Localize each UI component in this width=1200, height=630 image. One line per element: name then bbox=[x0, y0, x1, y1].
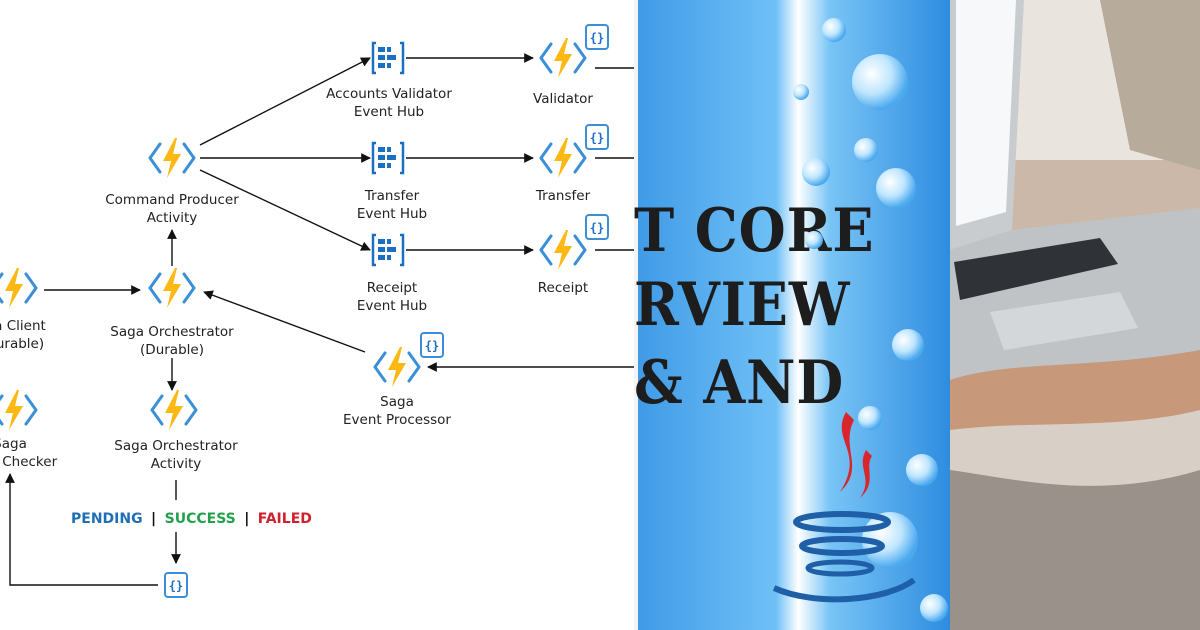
poster-title-line-2: RVIEW bbox=[634, 270, 851, 340]
status-json-icon bbox=[164, 572, 188, 598]
architecture-diagram: {} bbox=[0, 24, 634, 598]
accounts-validator-label: Accounts Validator bbox=[326, 86, 452, 102]
receipt-hub-label-2: Event Hub bbox=[357, 298, 427, 314]
saga-status-checker-function-icon bbox=[0, 388, 38, 432]
saga-event-processor-label: Saga bbox=[380, 394, 414, 410]
receipt-event-hub-icon bbox=[371, 233, 405, 267]
transfer-hub-label-2: Event Hub bbox=[357, 206, 427, 222]
status-pending: PENDING bbox=[71, 511, 143, 527]
panel-divider bbox=[634, 0, 638, 630]
accounts-validator-label-2: Event Hub bbox=[354, 104, 424, 120]
status-success: SUCCESS bbox=[165, 511, 236, 527]
status-separator: | bbox=[244, 511, 249, 527]
poster-art bbox=[772, 18, 948, 622]
command-producer-label: Command Producer bbox=[105, 192, 239, 208]
transfer-hub-label: Transfer bbox=[364, 188, 420, 204]
laptop-keyboard bbox=[954, 238, 1118, 300]
saga-orchestrator-function-icon bbox=[148, 266, 196, 310]
transfer-event-hub-icon bbox=[371, 141, 405, 175]
saga-orchestrator-activity-function-icon bbox=[150, 388, 198, 432]
laptop-trackpad bbox=[990, 292, 1138, 350]
laptop-screen bbox=[956, 0, 1016, 226]
receipt-json-icon bbox=[585, 214, 609, 240]
saga-orchestrator-activity-label-2: Activity bbox=[151, 456, 202, 472]
receipt-label: Receipt bbox=[538, 280, 588, 296]
command-producer-label-2: Activity bbox=[147, 210, 198, 226]
saga-client-label-2: urable) bbox=[0, 336, 44, 352]
saga-status-checker-label-2: s Checker bbox=[0, 454, 58, 470]
saga-client-function-icon bbox=[0, 266, 38, 310]
status-separator: | bbox=[151, 511, 156, 527]
accounts-validator-event-hub-icon bbox=[371, 41, 405, 75]
transfer-function-icon bbox=[539, 136, 587, 180]
saga-event-processor-json-icon bbox=[420, 332, 444, 358]
validator-json-icon bbox=[585, 24, 609, 50]
laptop-photo bbox=[950, 0, 1200, 630]
saga-orchestrator-label-2: (Durable) bbox=[140, 342, 204, 358]
transfer-label: Transfer bbox=[535, 188, 591, 204]
status-failed: FAILED bbox=[258, 511, 312, 527]
saga-client-label: a Client bbox=[0, 318, 46, 334]
receipt-hub-label: Receipt bbox=[367, 280, 417, 296]
java-logo-icon bbox=[772, 412, 916, 603]
java-poster: T CORE RVIEW & AND bbox=[634, 0, 950, 630]
poster-title-line-3: & AND bbox=[634, 348, 845, 418]
saga-event-processor-function-icon bbox=[373, 345, 421, 389]
status-line: PENDING | SUCCESS | FAILED bbox=[71, 510, 312, 527]
saga-orchestrator-activity-label: Saga Orchestrator bbox=[114, 438, 238, 454]
poster-title-line-1: T CORE bbox=[634, 196, 875, 266]
saga-event-processor-label-2: Event Processor bbox=[343, 412, 451, 428]
saga-status-checker-label: Saga bbox=[0, 436, 27, 452]
diagram-canvas: {} bbox=[0, 24, 634, 598]
validator-label: Validator bbox=[533, 91, 593, 107]
validator-function-icon bbox=[539, 36, 587, 80]
connectors bbox=[5, 53, 634, 586]
command-producer-function-icon bbox=[148, 136, 196, 180]
receipt-function-icon bbox=[539, 228, 587, 272]
transfer-json-icon bbox=[585, 124, 609, 150]
laptop-photo-art bbox=[950, 0, 1200, 630]
water-bubbles bbox=[793, 18, 948, 622]
saga-orchestrator-label: Saga Orchestrator bbox=[110, 324, 234, 340]
